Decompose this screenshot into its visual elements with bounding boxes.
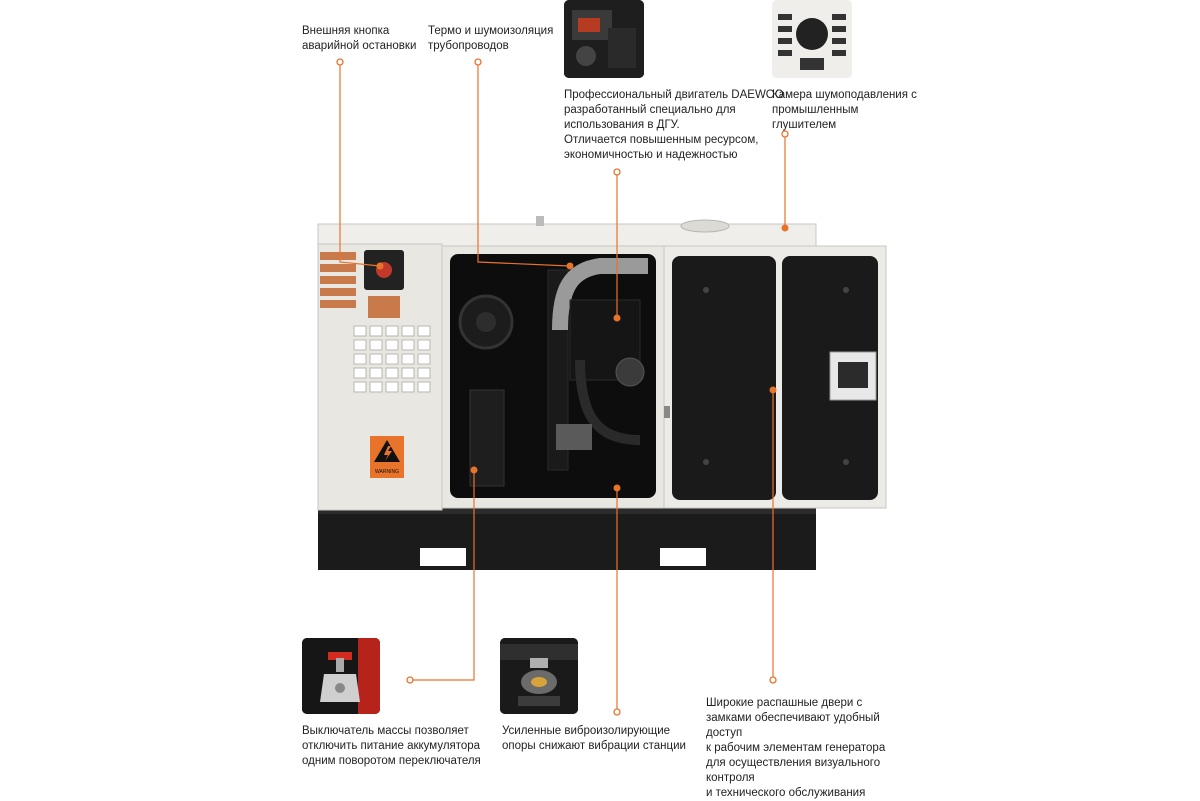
battery-switch-thumbnail	[302, 638, 380, 714]
callout-markers	[336, 58, 789, 716]
muffler-thumbnail	[772, 0, 852, 78]
callout-muffler: Камера шумоподавления с промышленным глу…	[772, 89, 917, 131]
warning-sticker-text: WARNING	[375, 469, 399, 475]
callout-endpoints	[376, 224, 789, 492]
forklift-slot-left	[420, 548, 466, 566]
callout-vibration-mounts: Усиленные виброизолирующие опоры снижают…	[502, 725, 686, 752]
door-left-panel	[672, 256, 776, 500]
base-frame	[318, 508, 816, 570]
warning-stripes	[320, 252, 356, 308]
ventilation-grille	[353, 325, 431, 393]
callout-emergency-stop: Внешняя кнопка аварийной остановки	[302, 25, 417, 52]
insulated-pipe	[552, 258, 648, 331]
callout-battery-switch: Выключатель массы позволяет отключить пи…	[302, 725, 481, 767]
vibration-mount-thumbnail	[500, 638, 578, 714]
label-plate	[368, 296, 400, 318]
roof	[317, 223, 817, 247]
callout-insulation: Термо и шумоизоляция трубопроводов	[428, 25, 554, 52]
callout-engine: Профессиональный двигатель DAEWOO разраб…	[564, 89, 784, 161]
door-lock	[664, 406, 670, 418]
callout-lines	[339, 62, 786, 712]
engine-thumbnail	[564, 0, 644, 78]
exhaust-cap	[680, 219, 730, 233]
forklift-slot-right	[660, 548, 706, 566]
callout-doors: Широкие распашные двери с замками обеспе…	[706, 697, 886, 799]
